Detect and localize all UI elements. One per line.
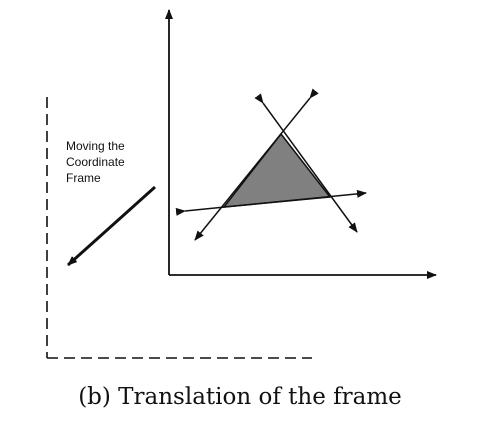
moving-frame-label-line-3: Frame <box>66 171 101 185</box>
figure-caption: (b) Translation of the frame <box>78 384 402 410</box>
moving-frame-label-line-2: Coordinate <box>66 155 125 169</box>
translation-arrow <box>66 185 157 267</box>
shaded-triangle <box>222 132 332 208</box>
moving-frame-label-line-1: Moving the <box>66 139 125 153</box>
translated-frame <box>165 9 437 279</box>
moving-frame-label: Moving the Coordinate Frame <box>66 139 128 185</box>
original-frame <box>46 97 312 359</box>
triangle-base-line <box>175 189 367 216</box>
